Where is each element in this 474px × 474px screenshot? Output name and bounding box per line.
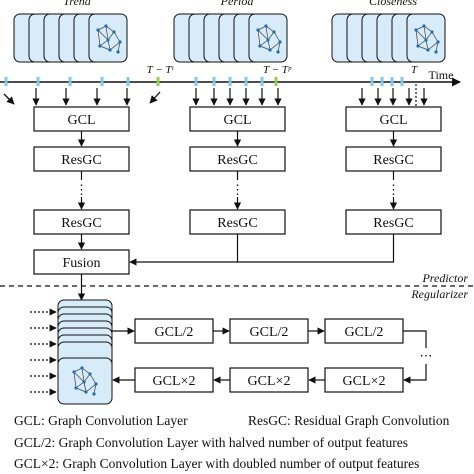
gcl-double-box-2 <box>229 367 309 393</box>
input-arrows <box>32 88 428 106</box>
legend-gcl-half: GCL/2: Graph Convolution Layer with halv… <box>14 435 409 450</box>
gcl-double-box-1 <box>134 367 214 393</box>
gcl-double-label-2: GCL×2 <box>248 374 291 389</box>
period-resgc-label-2: ResGC <box>217 216 257 231</box>
gcl-double-label-3: GCL×2 <box>343 374 386 389</box>
time-tick <box>380 77 384 86</box>
fusion-label: Fusion <box>62 256 100 271</box>
time-tick <box>36 77 40 86</box>
period-resgc-box-1 <box>189 146 286 172</box>
legend-gcl: GCL: Graph Convolution Layer <box>14 413 188 428</box>
column-closeness: GCL ResGC ⋮ ResGC <box>345 106 442 235</box>
time-tick <box>244 77 248 86</box>
closeness-resgc-box-2 <box>345 209 442 235</box>
gcl-double-box-3 <box>324 367 404 393</box>
tick-label-closeness: T <box>411 64 418 76</box>
diag-arrow-trend <box>149 91 161 104</box>
trend-gcl-label: GCL <box>68 113 96 128</box>
closeness-vdots: ⋮ <box>387 182 400 197</box>
closeness-gcl-label: GCL <box>380 113 408 128</box>
trend-resgc-box-1 <box>33 146 130 172</box>
time-tick <box>194 77 198 86</box>
column-trend: GCL ResGC ⋮ ResGC <box>33 106 130 250</box>
time-tick <box>390 77 394 86</box>
graph-frames-trend <box>13 13 128 63</box>
period-gcl-label: GCL <box>224 113 252 128</box>
trend-resgc-box-2 <box>33 209 130 235</box>
time-tick <box>4 77 8 86</box>
divider-label-regularizer: Regularizer <box>410 287 468 301</box>
group-title-period: Period <box>220 0 255 8</box>
legend-resgc: ResGC: Residual Graph Convolution <box>248 413 450 428</box>
merge-line-closeness <box>237 234 395 263</box>
closeness-resgc-label-2: ResGC <box>373 216 413 231</box>
gcl-half-box-3 <box>324 318 404 344</box>
merge-line-period <box>129 234 239 266</box>
period-resgc-label-1: ResGC <box>217 153 257 168</box>
time-tick <box>260 77 264 86</box>
time-tick <box>212 77 216 86</box>
trend-vdots: ⋮ <box>75 182 88 197</box>
closeness-gcl-box <box>345 106 442 132</box>
gcl-half-label-2: GCL/2 <box>250 325 289 340</box>
column-period: GCL ResGC ⋮ ResGC <box>189 106 286 235</box>
legend-gcl-double: GCL×2: Graph Convolution Layer with doub… <box>14 456 420 471</box>
reg-arrow-3 <box>403 330 427 348</box>
divider-label-predictor: Predictor <box>421 271 468 285</box>
time-tick <box>228 77 232 86</box>
period-gcl-box <box>189 106 286 132</box>
graph-frames-closeness <box>331 13 446 63</box>
time-tick-marker <box>274 77 278 86</box>
regularizer-input-arrows <box>30 308 57 396</box>
tick-label-trend: T − Tᵗ <box>147 64 175 76</box>
graph-frames-period <box>173 13 288 63</box>
tick-label-period: T − Tᵖ <box>263 64 292 76</box>
time-ticks <box>4 77 404 86</box>
reg-ellipsis: ⋯ <box>420 348 433 363</box>
time-tick-marker <box>156 77 160 86</box>
closeness-resgc-box-1 <box>345 146 442 172</box>
time-axis-label: Time <box>429 68 454 82</box>
gcl-half-label-3: GCL/2 <box>345 325 384 340</box>
trend-gcl-box <box>33 106 130 132</box>
gcl-double-label-1: GCL×2 <box>153 374 196 389</box>
diag-arrow-left <box>3 93 15 105</box>
closeness-resgc-label-1: ResGC <box>373 153 413 168</box>
gcl-half-label-1: GCL/2 <box>155 325 194 340</box>
time-tick <box>68 77 72 86</box>
time-tick <box>100 77 104 86</box>
trend-resgc-label-2: ResGC <box>61 216 101 231</box>
group-title-closeness: Closeness <box>369 0 417 8</box>
period-vdots: ⋮ <box>231 182 244 197</box>
time-tick <box>370 77 374 86</box>
time-tick <box>400 77 404 86</box>
trend-resgc-label-1: ResGC <box>61 153 101 168</box>
time-tick <box>126 77 130 86</box>
reg-arrow-4 <box>403 364 427 384</box>
group-title-trend: Trend <box>63 0 92 8</box>
